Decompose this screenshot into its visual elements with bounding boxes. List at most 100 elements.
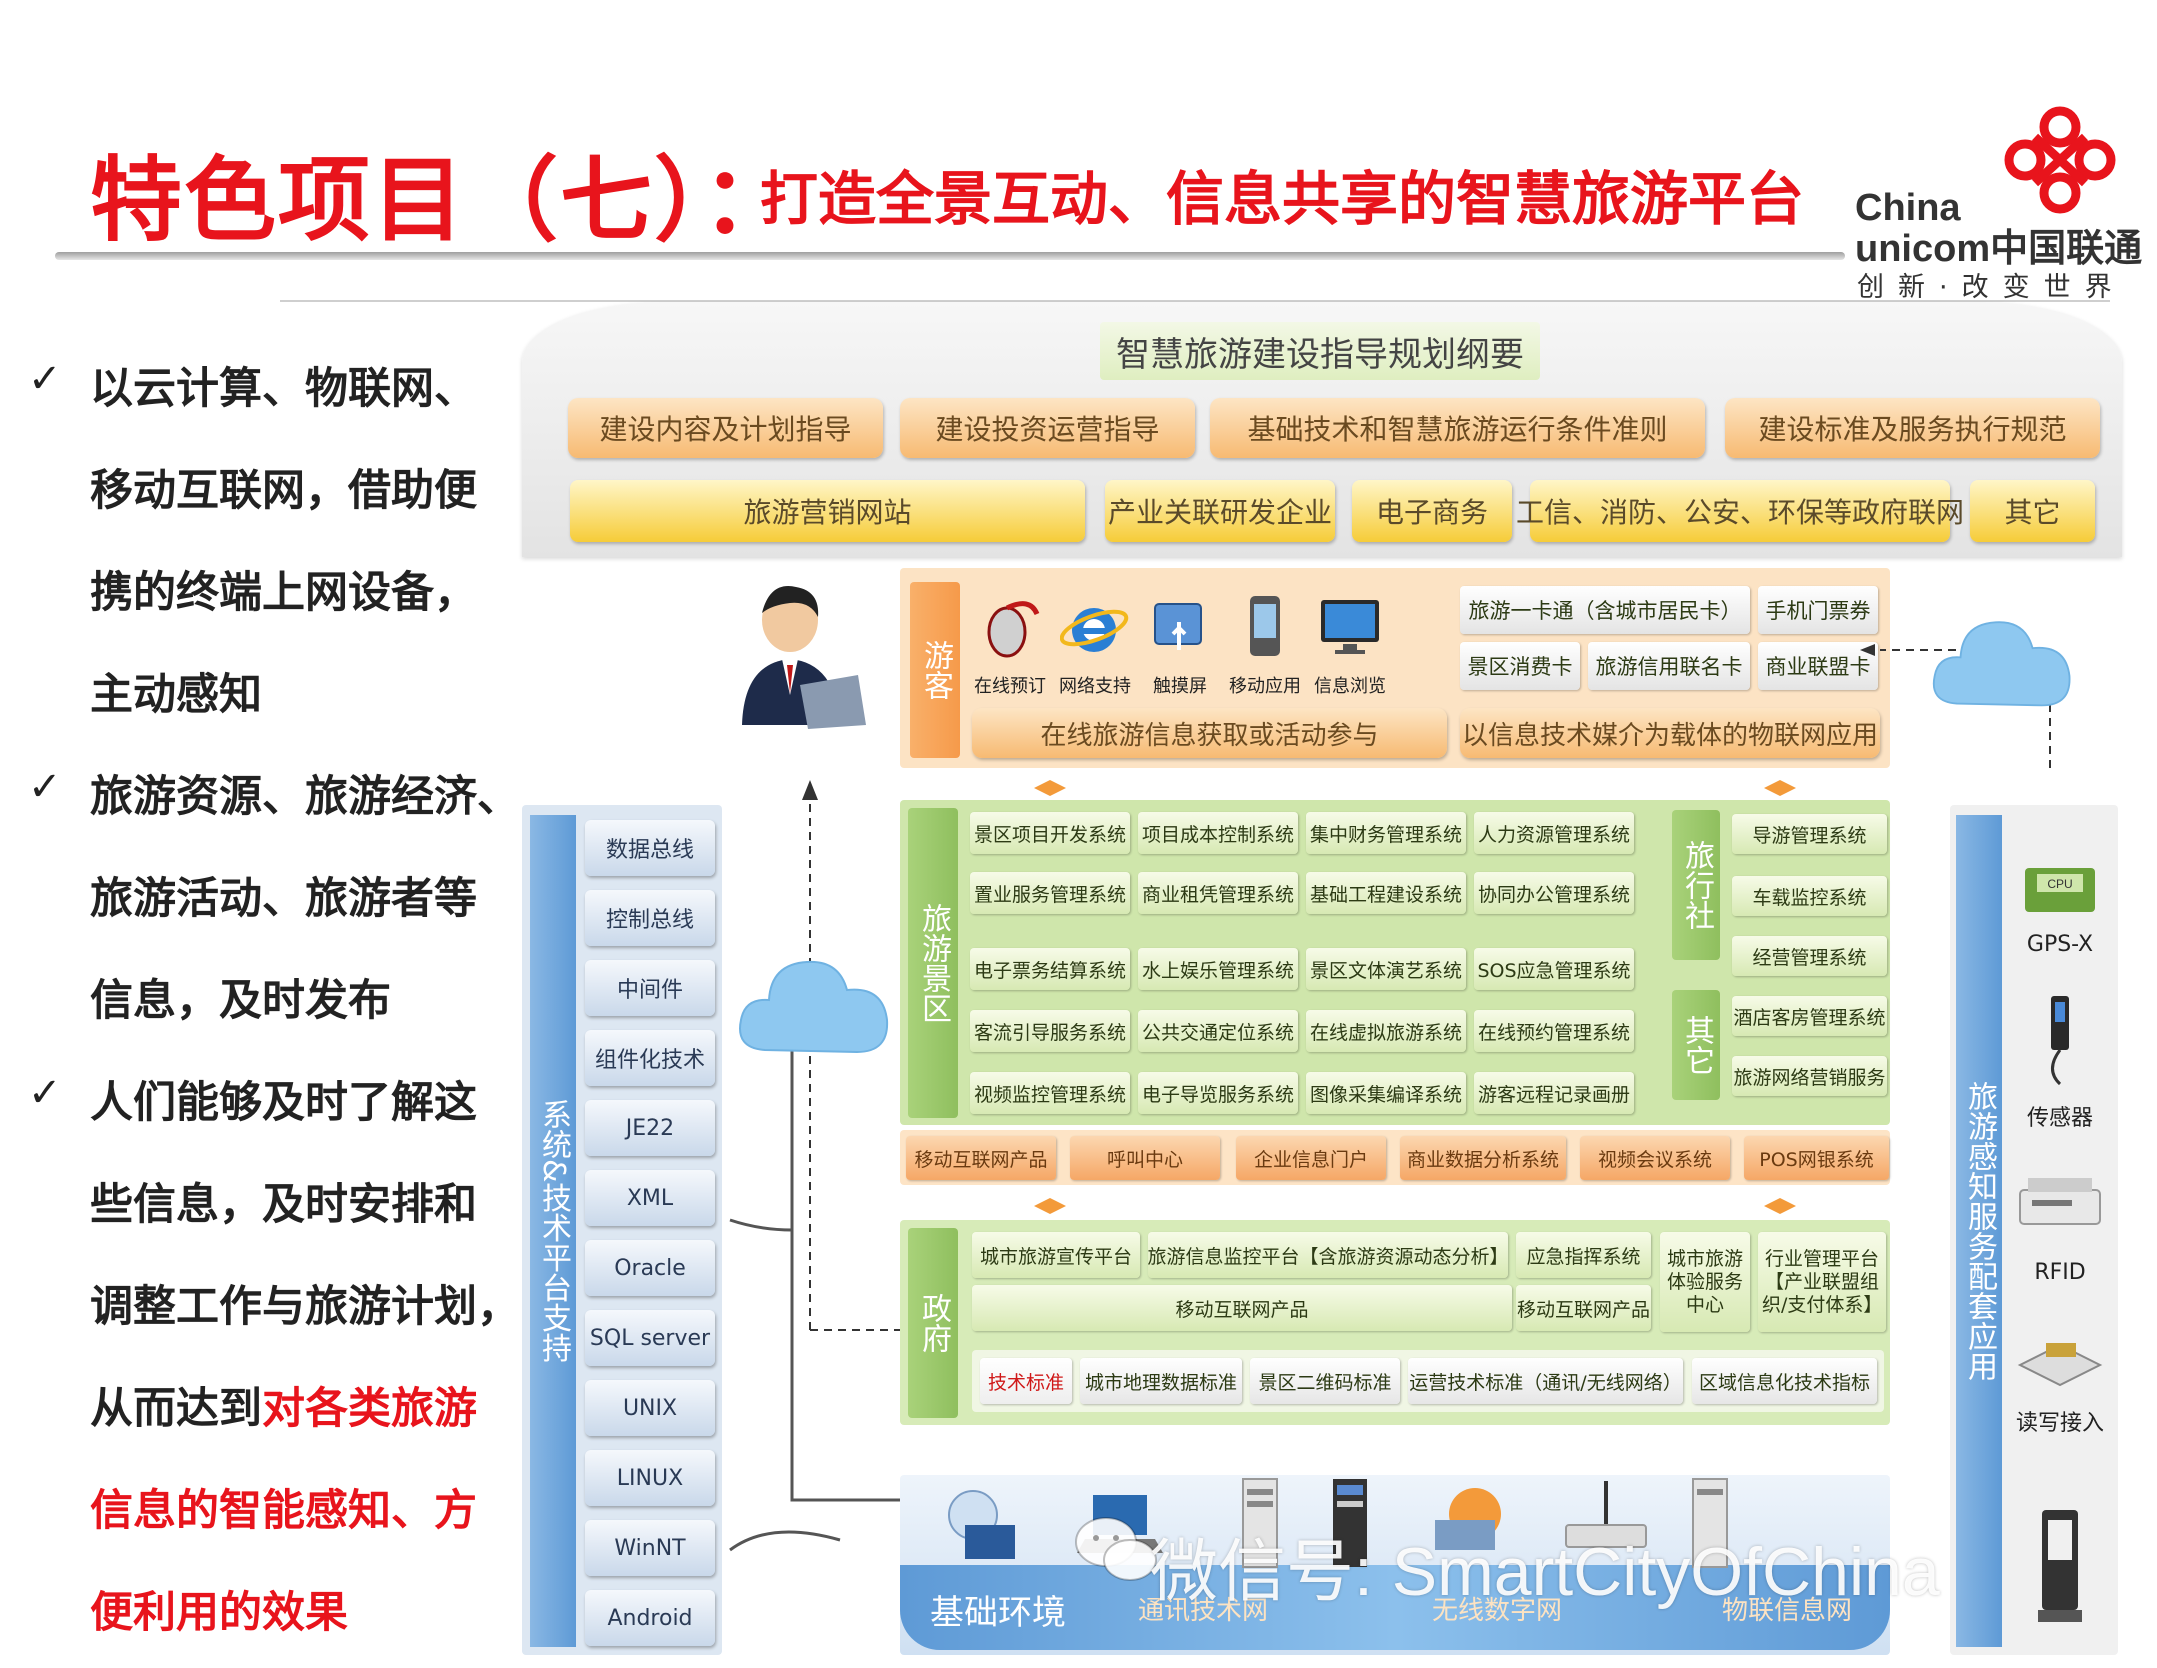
product-item: 视频会议系统: [1580, 1136, 1730, 1180]
check-icon: ✓: [28, 356, 62, 402]
bullet-line: 些信息，及时安排和: [90, 1180, 477, 1230]
user-laptop-icon: [742, 586, 866, 729]
mobile-phone-icon: [1250, 596, 1280, 656]
card-item: 旅游信用联名卡: [1588, 642, 1750, 690]
scenic-system-item: 基础工程建设系统: [1306, 872, 1466, 914]
header-divider: [280, 300, 2110, 302]
gov-item: 移动互联网产品: [1516, 1285, 1651, 1331]
other-label: 其它: [1672, 990, 1720, 1100]
scenic-system-item: 商业租凭管理系统: [1138, 872, 1298, 914]
gov-item: 应急指挥系统: [1516, 1232, 1651, 1278]
gov-item: 移动互联网产品: [972, 1285, 1512, 1331]
bullet-line: 从而达到对各类旅游: [90, 1384, 477, 1434]
tourist-bar: 以信息技术媒介为载体的物联网应用: [1460, 708, 1880, 758]
platform-item: JE22: [585, 1100, 715, 1156]
tourist-bar: 在线旅游信息获取或活动参与: [972, 708, 1447, 758]
gov-item: 旅游信息监控平台【含旅游资源动态分析】: [1148, 1232, 1509, 1278]
watermark: 微信号: SmartCityOfChina: [1150, 1534, 1940, 1610]
product-item: 呼叫中心: [1070, 1136, 1220, 1180]
bullet-line: 人们能够及时了解这: [90, 1078, 477, 1128]
bullet-line-highlight: 信息的智能感知、方: [90, 1486, 477, 1536]
guide-item: 建设内容及计划指导: [568, 398, 883, 458]
scenic-system-item: 景区文体演艺系统: [1306, 948, 1466, 990]
platform-item: WinNT: [585, 1520, 715, 1576]
gov-item: 城市旅游宣传平台: [972, 1232, 1140, 1278]
agency-label: 旅行社: [1672, 810, 1720, 960]
scenic-system-item: 电子票务结算系统: [970, 948, 1130, 990]
wechat-icon: [1075, 1517, 1157, 1581]
computer-icon: [948, 1490, 1015, 1559]
standard-item: 技术标准: [980, 1358, 1072, 1404]
product-item: 移动互联网产品: [906, 1136, 1056, 1180]
scenic-system-item: 在线虚拟旅游系统: [1306, 1010, 1466, 1052]
standard-item: 运营技术标准（通讯/无线网络）: [1408, 1358, 1683, 1404]
monitor-icon: [1321, 600, 1379, 654]
bullet-line-highlight: 便利用的效果: [90, 1588, 348, 1638]
scenic-system-item: 电子导览服务系统: [1138, 1072, 1298, 1114]
guide-item: 旅游营销网站: [570, 480, 1085, 542]
bullet-line: 主动感知: [90, 670, 262, 720]
bullet-line: 旅游活动、旅游者等: [90, 874, 477, 924]
page-subtitle: 打造全景互动、信息共享的智慧旅游平台: [760, 165, 1805, 233]
cloud-icon: [1932, 621, 2071, 707]
card-item: 商业联盟卡: [1758, 642, 1878, 690]
china-unicom-logo: China unicom中国联通 创新·改变世界: [1855, 105, 2142, 305]
bullet-line: 携的终端上网设备，: [90, 568, 477, 618]
guide-item: 建设投资运营指导: [900, 398, 1195, 458]
cloud-icon: [739, 960, 889, 1054]
base-band: [900, 1565, 1890, 1650]
product-item: 企业信息门户: [1236, 1136, 1386, 1180]
tourist-label: 游客: [910, 582, 960, 758]
gov-side-item: 城市旅游体验服务中心: [1660, 1232, 1750, 1332]
perception-label: 旅游感知服务配套应用: [1956, 815, 2002, 1647]
gov-label: 政府: [908, 1228, 958, 1418]
card-reader-icon: [2017, 1343, 2103, 1387]
guide-item: 电子商务: [1352, 480, 1512, 542]
ie-browser-icon: [1060, 608, 1129, 652]
scenic-system-item: 图像采集编译系统: [1306, 1072, 1466, 1114]
bullet-line: 调整工作与旅游计划，: [90, 1282, 520, 1332]
bullet-line: 以云计算、物联网、: [90, 364, 477, 414]
standard-item: 城市地理数据标准: [1080, 1358, 1242, 1404]
scenic-system-item: 视频监控管理系统: [970, 1072, 1130, 1114]
svg-text:CPU: CPU: [2047, 877, 2072, 891]
platform-label: 系统&技术平台支持: [530, 815, 576, 1647]
card-item: 景区消费卡: [1460, 642, 1580, 690]
touchscreen-icon: [1154, 603, 1202, 650]
bullet-line: 旅游资源、旅游经济、: [90, 772, 520, 822]
other-item: 酒店客房管理系统: [1732, 996, 1887, 1036]
standard-item: 景区二维码标准: [1250, 1358, 1400, 1404]
device-label: 读写接入: [2015, 1411, 2104, 1436]
scenic-system-item: SOS应急管理系统: [1474, 948, 1634, 990]
scenic-label: 旅游景区: [908, 808, 958, 1118]
cpu-icon: CPU: [2025, 868, 2095, 912]
scenic-system-item: 置业服务管理系统: [970, 872, 1130, 914]
guide-item: 建设标准及服务执行规范: [1725, 398, 2100, 458]
title-divider: [55, 252, 1845, 260]
guide-title: 智慧旅游建设指导规划纲要: [1100, 322, 1540, 380]
network-label: 物联信息网: [1722, 1596, 1853, 1626]
server-rack-icon: [1333, 1479, 1367, 1567]
scenic-system-item: 项目成本控制系统: [1138, 812, 1298, 854]
scenic-system-item: 公共交通定位系统: [1138, 1010, 1298, 1052]
platform-item: LINUX: [585, 1450, 715, 1506]
icon-label: 移动应用: [1229, 676, 1301, 697]
rfid-reader-icon: [2019, 1178, 2101, 1225]
platform-item: UNIX: [585, 1380, 715, 1436]
bullet-line: 移动互联网，借助便: [90, 466, 477, 516]
gov-side-item: 行业管理平台【产业联盟组织/支付体系】: [1758, 1232, 1886, 1332]
server-icon: [1242, 1478, 1278, 1568]
platform-item: 数据总线: [585, 820, 715, 876]
scenic-system-item: 水上娱乐管理系统: [1138, 948, 1298, 990]
check-icon: ✓: [28, 764, 62, 810]
guide-item: 其它: [1970, 480, 2095, 542]
platform-item: Oracle: [585, 1240, 715, 1296]
unicom-knot-icon: [2004, 106, 2116, 214]
device-label: GPS-X: [2026, 932, 2094, 957]
guide-item: 工信、消防、公安、环保等政府联网: [1516, 480, 1964, 542]
device-label: 传感器: [2026, 1106, 2093, 1131]
agency-item: 经营管理系统: [1732, 936, 1887, 976]
agency-item: 车载监控系统: [1732, 876, 1887, 916]
base-label: 基础环境: [930, 1593, 1066, 1633]
agency-item: 导游管理系统: [1732, 814, 1887, 854]
